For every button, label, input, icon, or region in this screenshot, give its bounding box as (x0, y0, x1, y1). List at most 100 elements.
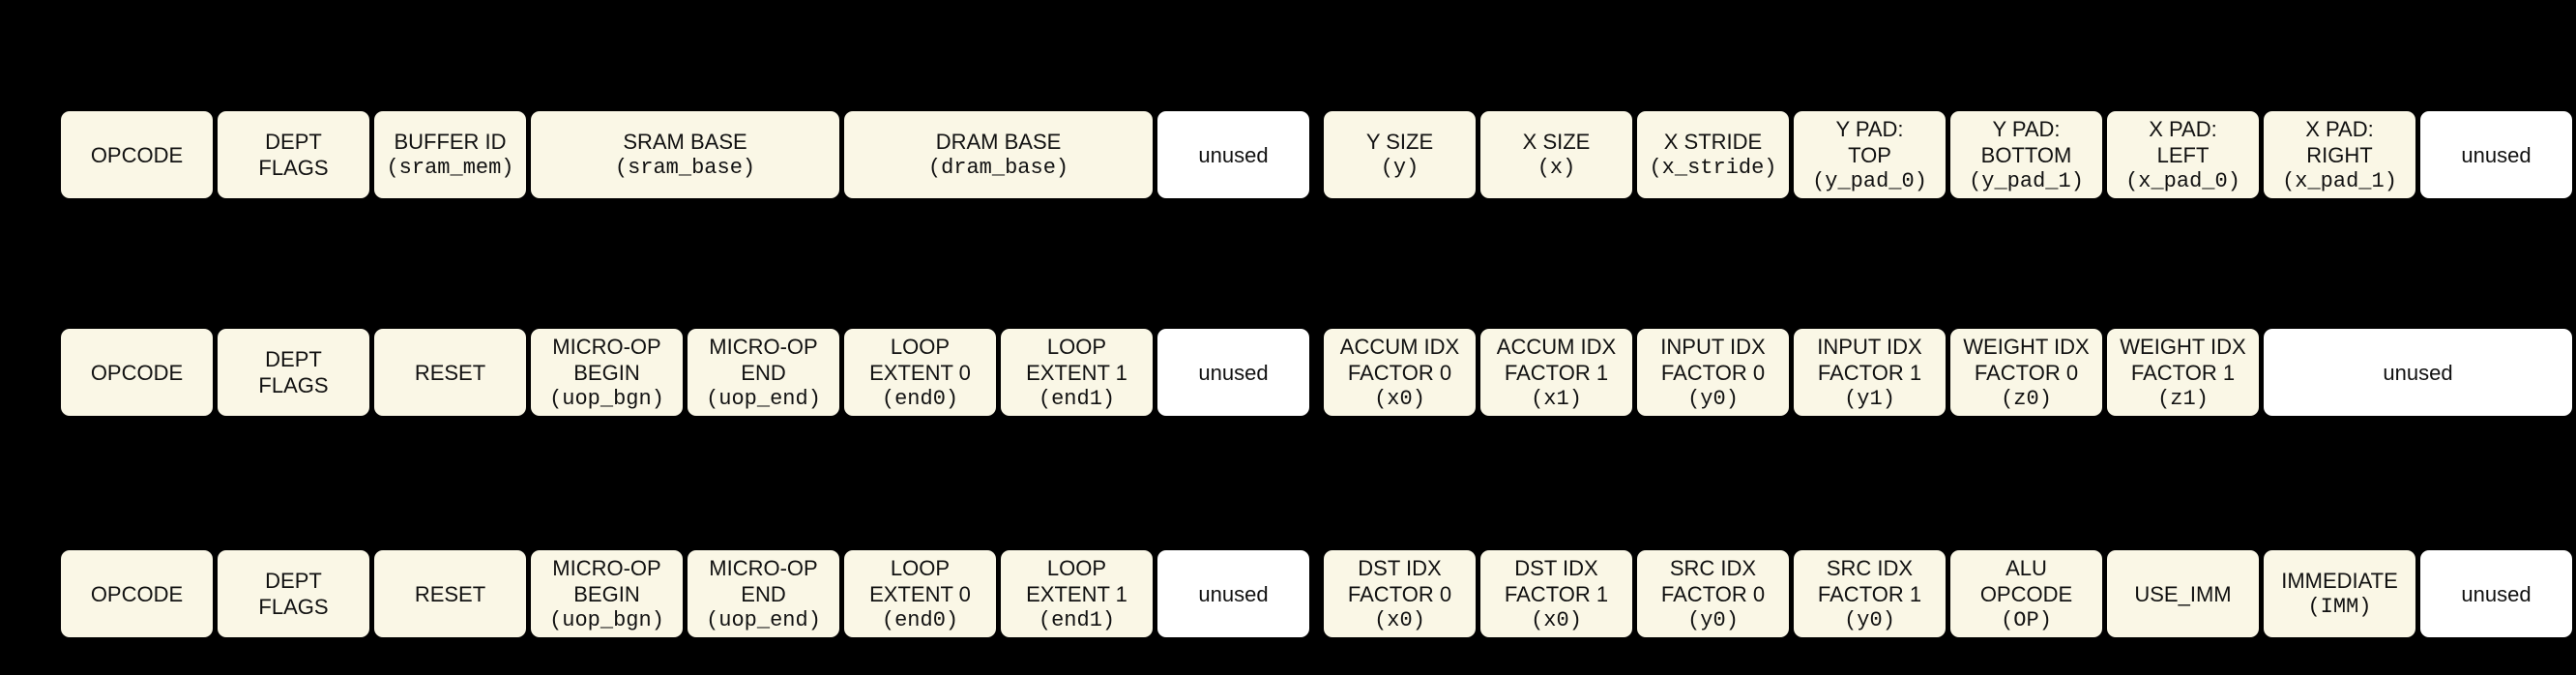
field-box: Y SIZE(y) (1324, 111, 1476, 198)
field-label: Y PAD: BOTTOM (1980, 116, 2072, 167)
field-subname: (x0) (1374, 386, 1425, 411)
field-label: RESET (414, 360, 486, 385)
field-box: DST IDX FACTOR 0(x0) (1324, 550, 1476, 637)
field-label: DST IDX FACTOR 1 (1504, 555, 1609, 606)
field-label: MICRO-OP BEGIN (552, 334, 661, 385)
field-label: LOOP EXTENT 0 (869, 555, 971, 606)
field-subname: (y) (1380, 156, 1420, 180)
field-subname: (sram_mem) (386, 156, 514, 180)
field-label: OPCODE (90, 581, 184, 606)
field-label: DEPT FLAGS (258, 569, 329, 619)
field-box: MICRO-OP BEGIN(uop_bgn) (531, 329, 683, 416)
field-label: LOOP EXTENT 1 (1026, 334, 1127, 385)
field-subname: (uop_end) (706, 386, 821, 411)
field-box: IMMEDIATE(IMM) (2264, 550, 2415, 637)
field-subname: (uop_end) (706, 607, 821, 632)
field-label: unused (1198, 360, 1269, 385)
field-subname: (x_pad_1) (2282, 168, 2397, 193)
field-box: DEPT FLAGS (218, 550, 369, 637)
field-label: MICRO-OP BEGIN (552, 555, 661, 606)
field-box: DEPT FLAGS (218, 111, 369, 198)
field-label: SRC IDX FACTOR 0 (1660, 555, 1766, 606)
field-label: X STRIDE (1663, 130, 1763, 154)
field-box: WEIGHT IDX FACTOR 1(z1) (2107, 329, 2259, 416)
field-group-right: DST IDX FACTOR 0(x0)DST IDX FACTOR 1(x0)… (1324, 550, 2572, 637)
field-subname: (sram_base) (614, 156, 756, 180)
field-label: IMMEDIATE (2281, 569, 2398, 593)
field-label: SRC IDX FACTOR 1 (1817, 555, 1922, 606)
field-label: USE_IMM (2134, 581, 2232, 606)
field-label: ALU OPCODE (1979, 555, 2073, 606)
field-subname: (x_stride) (1649, 156, 1777, 180)
field-label: unused (1198, 142, 1269, 167)
field-box: SRC IDX FACTOR 0(y0) (1637, 550, 1789, 637)
unused-field-box: unused (2264, 329, 2572, 416)
unused-field-box: unused (1157, 329, 1309, 416)
field-box: ACCUM IDX FACTOR 0(x0) (1324, 329, 1476, 416)
field-subname: (y_pad_0) (1812, 168, 1927, 193)
field-label: DST IDX FACTOR 0 (1347, 555, 1452, 606)
field-subname: (x1) (1531, 386, 1582, 411)
field-label: SRAM BASE (623, 130, 747, 154)
field-label: LOOP EXTENT 1 (1026, 555, 1127, 606)
field-subname: (dram_base) (927, 156, 1069, 180)
field-label: MICRO-OP END (709, 555, 818, 606)
field-box: OPCODE (61, 329, 213, 416)
field-box: MICRO-OP END(uop_end) (688, 550, 839, 637)
field-label: X PAD: RIGHT (2305, 116, 2374, 167)
field-box: X STRIDE(x_stride) (1637, 111, 1789, 198)
field-subname: (y1) (1844, 386, 1895, 411)
field-subname: (IMM) (2307, 595, 2372, 619)
field-subname: (end1) (1038, 386, 1116, 411)
field-box: RESET (374, 329, 526, 416)
field-group-right: ACCUM IDX FACTOR 0(x0)ACCUM IDX FACTOR 1… (1324, 329, 2572, 416)
field-label: WEIGHT IDX FACTOR 1 (2120, 334, 2246, 385)
field-label: INPUT IDX FACTOR 1 (1817, 334, 1922, 385)
field-box: RESET (374, 550, 526, 637)
field-box: MICRO-OP END(uop_end) (688, 329, 839, 416)
field-subname: (uop_bgn) (549, 386, 664, 411)
field-box: SRC IDX FACTOR 1(y0) (1794, 550, 1946, 637)
field-subname: (uop_bgn) (549, 607, 664, 632)
unused-field-box: unused (1157, 550, 1309, 637)
field-label: MICRO-OP END (709, 334, 818, 385)
field-box: ACCUM IDX FACTOR 1(x1) (1480, 329, 1632, 416)
unused-field-box: unused (2420, 111, 2572, 198)
field-label: unused (1198, 581, 1269, 606)
field-box: LOOP EXTENT 0(end0) (844, 550, 996, 637)
field-label: OPCODE (90, 360, 184, 385)
field-box: MICRO-OP BEGIN(uop_bgn) (531, 550, 683, 637)
field-box: LOOP EXTENT 1(end1) (1001, 550, 1153, 637)
field-subname: (OP) (2001, 607, 2052, 632)
field-box: INPUT IDX FACTOR 1(y1) (1794, 329, 1946, 416)
unused-field-box: unused (1157, 111, 1309, 198)
unused-field-box: unused (2420, 550, 2572, 637)
field-box: X SIZE(x) (1480, 111, 1632, 198)
field-box: INPUT IDX FACTOR 0(y0) (1637, 329, 1789, 416)
field-label: ACCUM IDX FACTOR 0 (1339, 334, 1460, 385)
field-box: SRAM BASE(sram_base) (531, 111, 839, 198)
field-subname: (end0) (881, 607, 959, 632)
field-label: unused (2461, 581, 2532, 606)
field-label: DEPT FLAGS (258, 130, 329, 180)
field-box: USE_IMM (2107, 550, 2259, 637)
field-label: DRAM BASE (935, 130, 1062, 154)
field-box: LOOP EXTENT 1(end1) (1001, 329, 1153, 416)
field-box: OPCODE (61, 550, 213, 637)
field-subname: (y_pad_1) (1969, 168, 2084, 193)
field-label: X SIZE (1522, 130, 1591, 154)
field-box: X PAD: RIGHT(x_pad_1) (2264, 111, 2415, 198)
field-box: Y PAD: BOTTOM(y_pad_1) (1950, 111, 2102, 198)
field-box: LOOP EXTENT 0(end0) (844, 329, 996, 416)
field-subname: (y0) (1844, 607, 1895, 632)
field-subname: (x) (1537, 156, 1576, 180)
field-subname: (y0) (1687, 386, 1739, 411)
field-box: ALU OPCODE(OP) (1950, 550, 2102, 637)
field-subname: (end0) (881, 386, 959, 411)
